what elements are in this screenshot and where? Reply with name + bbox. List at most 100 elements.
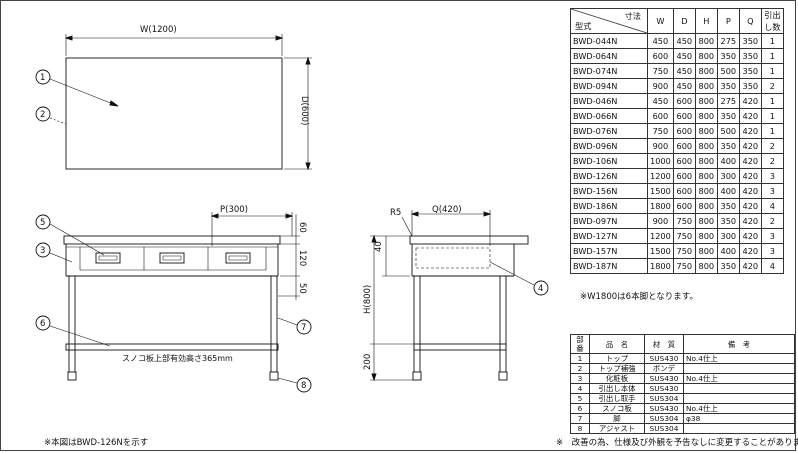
value-cell: 900 — [647, 78, 674, 94]
remarks-cell: No.4仕上 — [683, 353, 795, 364]
value-cell: 1800 — [647, 198, 674, 214]
radius-label: R5 — [390, 208, 401, 218]
material-cell: SUS430 — [644, 373, 684, 384]
value-cell: 800 — [694, 183, 718, 199]
drawer-body-hidden — [415, 247, 491, 269]
depth-label: D(600) — [299, 96, 309, 125]
value-cell: 450 — [672, 48, 696, 64]
value-cell: 300 — [716, 228, 740, 244]
undershelf — [65, 343, 279, 351]
value-cell: 420 — [738, 213, 762, 229]
value-cell: 800 — [694, 33, 718, 49]
value-cell: 800 — [694, 258, 718, 274]
drawer-handle-1 — [95, 252, 121, 264]
dim-120: 120 — [297, 250, 307, 266]
adjuster-left — [67, 371, 77, 381]
value-cell: 450 — [672, 78, 696, 94]
value-cell: 600 — [672, 198, 696, 214]
part-name-cell: スノコ板 — [589, 403, 645, 414]
parts-table-header: 部番 品 名 材 質 備 考 — [570, 334, 795, 354]
value-cell: 800 — [694, 228, 718, 244]
value-cell: 350 — [738, 63, 762, 79]
remarks-cell — [683, 383, 795, 394]
value-cell: 420 — [738, 183, 762, 199]
value-cell: 800 — [694, 123, 718, 139]
part-name-cell: トップ — [589, 353, 645, 364]
value-cell: 600 — [672, 108, 696, 124]
value-cell: 800 — [694, 63, 718, 79]
value-cell: 2 — [760, 153, 784, 169]
drawer-pitch-label: P(300) — [220, 205, 248, 215]
value-cell: 2 — [760, 78, 784, 94]
value-cell: 1 — [760, 108, 784, 124]
dim-40: 40 — [374, 241, 384, 252]
value-cell: 500 — [716, 63, 740, 79]
model-cell: BWD-126N — [570, 168, 648, 184]
dim-60: 60 — [297, 222, 307, 233]
remarks-cell: No.4仕上 — [683, 373, 795, 384]
value-cell: 800 — [694, 138, 718, 154]
value-cell: 1000 — [647, 153, 674, 169]
value-cell: 750 — [672, 258, 696, 274]
value-cell: 1800 — [647, 258, 674, 274]
value-cell: 450 — [647, 33, 674, 49]
model-cell: BWD-156N — [570, 183, 648, 199]
col-part-no: 部番 — [570, 334, 590, 354]
col-P: P — [716, 8, 740, 34]
side-view: R5 Q(420) 40 H(800) 200 4 — [363, 205, 549, 382]
plan-view: W(1200) D(600) 1 2 — [35, 25, 312, 171]
table-top-outline — [65, 57, 283, 170]
part-name-cell: アジャスト — [589, 423, 645, 434]
callout-1: 1 — [40, 73, 45, 83]
dim-200: 200 — [363, 354, 373, 370]
part-name-cell: 引出し取手 — [589, 393, 645, 404]
part-no-cell: 5 — [570, 393, 590, 404]
value-cell: 450 — [647, 93, 674, 109]
dimension-table-header: 寸法 型式 W D H P Q 引出し数 — [570, 8, 784, 34]
value-cell: 2 — [760, 138, 784, 154]
value-cell: 2 — [760, 213, 784, 229]
material-cell: SUS304 — [644, 423, 684, 434]
callout-4: 4 — [538, 284, 543, 294]
shelf-note: スノコ板上部有効高さ365mm — [122, 353, 233, 363]
value-cell: 1200 — [647, 228, 674, 244]
value-cell: 1500 — [647, 243, 674, 259]
value-cell: 750 — [672, 243, 696, 259]
callout-6: 6 — [40, 319, 45, 329]
value-cell: 750 — [672, 213, 696, 229]
model-cell: BWD-044N — [570, 33, 648, 49]
model-cell: BWD-046N — [570, 93, 648, 109]
value-cell: 1 — [760, 93, 784, 109]
col-remarks: 備 考 — [683, 334, 795, 354]
drawer-depth-label: Q(420) — [432, 205, 462, 215]
value-cell: 800 — [694, 213, 718, 229]
callout-2: 2 — [40, 110, 45, 120]
value-cell: 450 — [672, 33, 696, 49]
value-cell: 350 — [716, 48, 740, 64]
model-cell: BWD-076N — [570, 123, 648, 139]
model-cell: BWD-096N — [570, 138, 648, 154]
value-cell: 350 — [716, 258, 740, 274]
value-cell: 500 — [716, 123, 740, 139]
value-cell: 275 — [716, 33, 740, 49]
value-cell: 350 — [738, 78, 762, 94]
value-cell: 1 — [760, 63, 784, 79]
drawer-handle-3 — [225, 252, 251, 264]
remarks-cell — [683, 423, 795, 434]
callout-7: 7 — [301, 323, 306, 333]
value-cell: 420 — [738, 243, 762, 259]
corner-top-label: 寸法 — [624, 11, 641, 21]
remarks-cell — [683, 363, 795, 374]
callout-8: 8 — [301, 381, 306, 391]
part-name-cell: トップ補強 — [589, 363, 645, 374]
